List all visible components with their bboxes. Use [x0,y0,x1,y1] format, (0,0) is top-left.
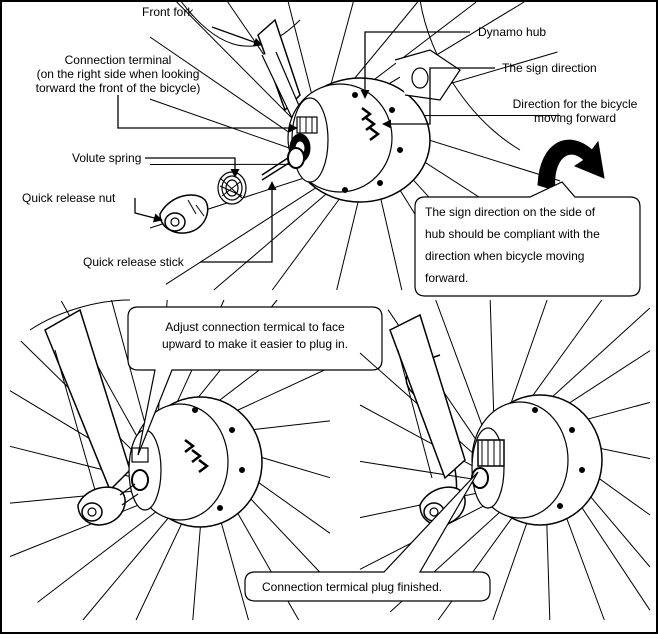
plug-finished-text: Connection termical plug finished. [262,580,442,594]
adjust-text-1: Adjust connection termical to face [128,320,382,334]
quick-release-stick-label: Quick release stick [83,255,184,269]
connection-terminal-label-1: Connection terminal [0,53,236,67]
dynamo-hub-label: Dynamo hub [478,25,546,39]
sign-note-text-2: hub should be compliant with the [425,223,600,245]
direction-forward-label-2: moving forward [500,111,650,125]
connection-terminal-label-2: (on the right side when looking [0,67,236,81]
adjust-text-2: upward to make it easier to plug in. [128,337,382,351]
volute-spring [218,172,246,204]
connection-terminal-label-3: torward the front of the bicycle) [0,81,236,95]
direction-forward-label-1: Direction for the bicycle [500,97,650,111]
sign-note-text-3: direction when bicycle moving [425,245,584,267]
volute-spring-label: Volute spring [72,151,141,165]
spoke [360,461,486,481]
top-hub [288,78,430,202]
sign-direction-label: The sign direction [502,61,597,75]
sign-note-text-1: The sign direction on the side of [425,201,595,223]
quick-release-nut [160,195,208,233]
spoke [490,300,494,429]
sign-note-text-4: forward. [425,267,468,289]
quick-release-nut-label: Quick release nut [22,191,115,205]
bottom-right-fork [390,315,465,478]
front-fork-label: Front fork [142,5,193,19]
forward-direction-arrow [538,140,604,190]
